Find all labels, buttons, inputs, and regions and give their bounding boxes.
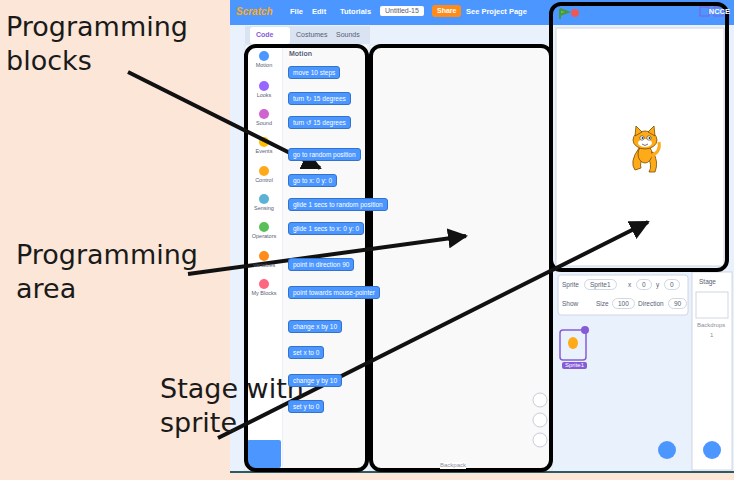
- backdrop-thumbnail: [696, 292, 728, 318]
- annotation: Programming blocks: [6, 10, 196, 78]
- motion-block: turn ↺ 15 degrees: [288, 116, 351, 129]
- motion-block: point in direction 90: [288, 258, 354, 271]
- category-label: Sound: [256, 120, 272, 126]
- field-label: x: [628, 281, 631, 288]
- pane-label: Backdrops: [697, 322, 725, 329]
- delete-badge: [581, 326, 589, 334]
- tab: Costumes: [296, 31, 328, 39]
- stop-sign: [571, 9, 579, 17]
- motion-block: turn ↻ 15 degrees: [288, 92, 351, 105]
- motion-block: go to random position: [288, 148, 361, 161]
- motion-block: change x by 10: [288, 320, 342, 333]
- motion-block: set y to 0: [288, 400, 324, 413]
- tab-row: [245, 26, 370, 44]
- field-value: 0: [636, 279, 652, 290]
- motion-block: glide 1 secs to x: 0 y: 0: [288, 222, 364, 235]
- field-label: Sprite: [562, 281, 579, 288]
- page-margin: [0, 472, 734, 480]
- tab: Code: [256, 31, 274, 39]
- category-label: Looks: [257, 92, 272, 98]
- backpack-label: Backpack: [440, 462, 466, 469]
- green-flag: [560, 9, 568, 19]
- category-label: Operators: [252, 233, 276, 239]
- code-tab: [250, 27, 290, 44]
- category-label: Sensing: [254, 205, 274, 211]
- sprite-pane: [556, 272, 690, 470]
- field-label: Size: [596, 300, 609, 307]
- motion-block: glide 1 secs to random position: [288, 198, 388, 211]
- field-value: 100: [612, 298, 635, 309]
- highlight-box: [246, 46, 367, 470]
- add-sprite-button: [658, 441, 676, 459]
- category-label: My Blocks: [251, 290, 276, 296]
- user-name: NCCE: [709, 8, 730, 17]
- tab: Sounds: [336, 31, 360, 39]
- menu-item: Edit: [312, 8, 326, 17]
- script-area: [370, 45, 552, 470]
- zoom-button: [533, 393, 547, 407]
- motion-block: go to x: 0 y: 0: [288, 174, 337, 187]
- zoom-button: [533, 433, 547, 447]
- motion-block: change y by 10: [288, 374, 342, 387]
- share-button: Share: [432, 5, 461, 17]
- editor-background: [230, 0, 734, 472]
- field-value: 0: [664, 279, 680, 290]
- motion-block: move 10 steps: [288, 66, 340, 79]
- stage-pane: [692, 272, 732, 470]
- motion-block: point towards mouse-pointer: [288, 286, 380, 299]
- extension-button: [247, 440, 281, 468]
- pointer-arrow: [188, 236, 466, 274]
- sprite-name: Sprite1: [584, 279, 617, 290]
- category-label: Variables: [253, 262, 276, 268]
- palette-heading: Motion: [289, 50, 312, 58]
- motion-block: set x to 0: [288, 346, 324, 359]
- field-label: Show: [562, 300, 578, 307]
- layout-icon: [700, 7, 709, 16]
- pane-heading: Stage: [699, 278, 716, 285]
- field-label: Direction: [638, 300, 664, 307]
- menu-item: Tutorials: [340, 8, 371, 17]
- pane-label: 1: [710, 332, 713, 339]
- category-label: Control: [255, 177, 273, 183]
- pointer-arrow: [218, 222, 648, 438]
- field-label: y: [656, 281, 659, 288]
- add-backdrop-button: [703, 441, 721, 459]
- category-label: Motion: [256, 62, 273, 68]
- logo: Scratch: [236, 6, 273, 18]
- block-palette: [283, 45, 367, 470]
- zoom-button: [533, 413, 547, 427]
- project-title: Untitled-15: [380, 6, 424, 16]
- menu-item: See Project Page: [466, 8, 527, 17]
- field-value: 90: [668, 298, 687, 309]
- sprite-thumbnail-cat: [568, 337, 578, 349]
- highlight-box: [371, 46, 551, 470]
- category-label: Events: [256, 148, 273, 154]
- highlight-box: [551, 4, 727, 270]
- cat-sprite: [633, 126, 660, 172]
- category-dots: [259, 51, 269, 289]
- annotation: Programming area: [16, 238, 196, 306]
- sprite-thumbnail: [560, 330, 586, 360]
- menu-item: File: [290, 8, 303, 17]
- sprite-name: Sprite1: [562, 362, 587, 369]
- stage: [556, 28, 724, 266]
- sprite-info: [558, 275, 688, 315]
